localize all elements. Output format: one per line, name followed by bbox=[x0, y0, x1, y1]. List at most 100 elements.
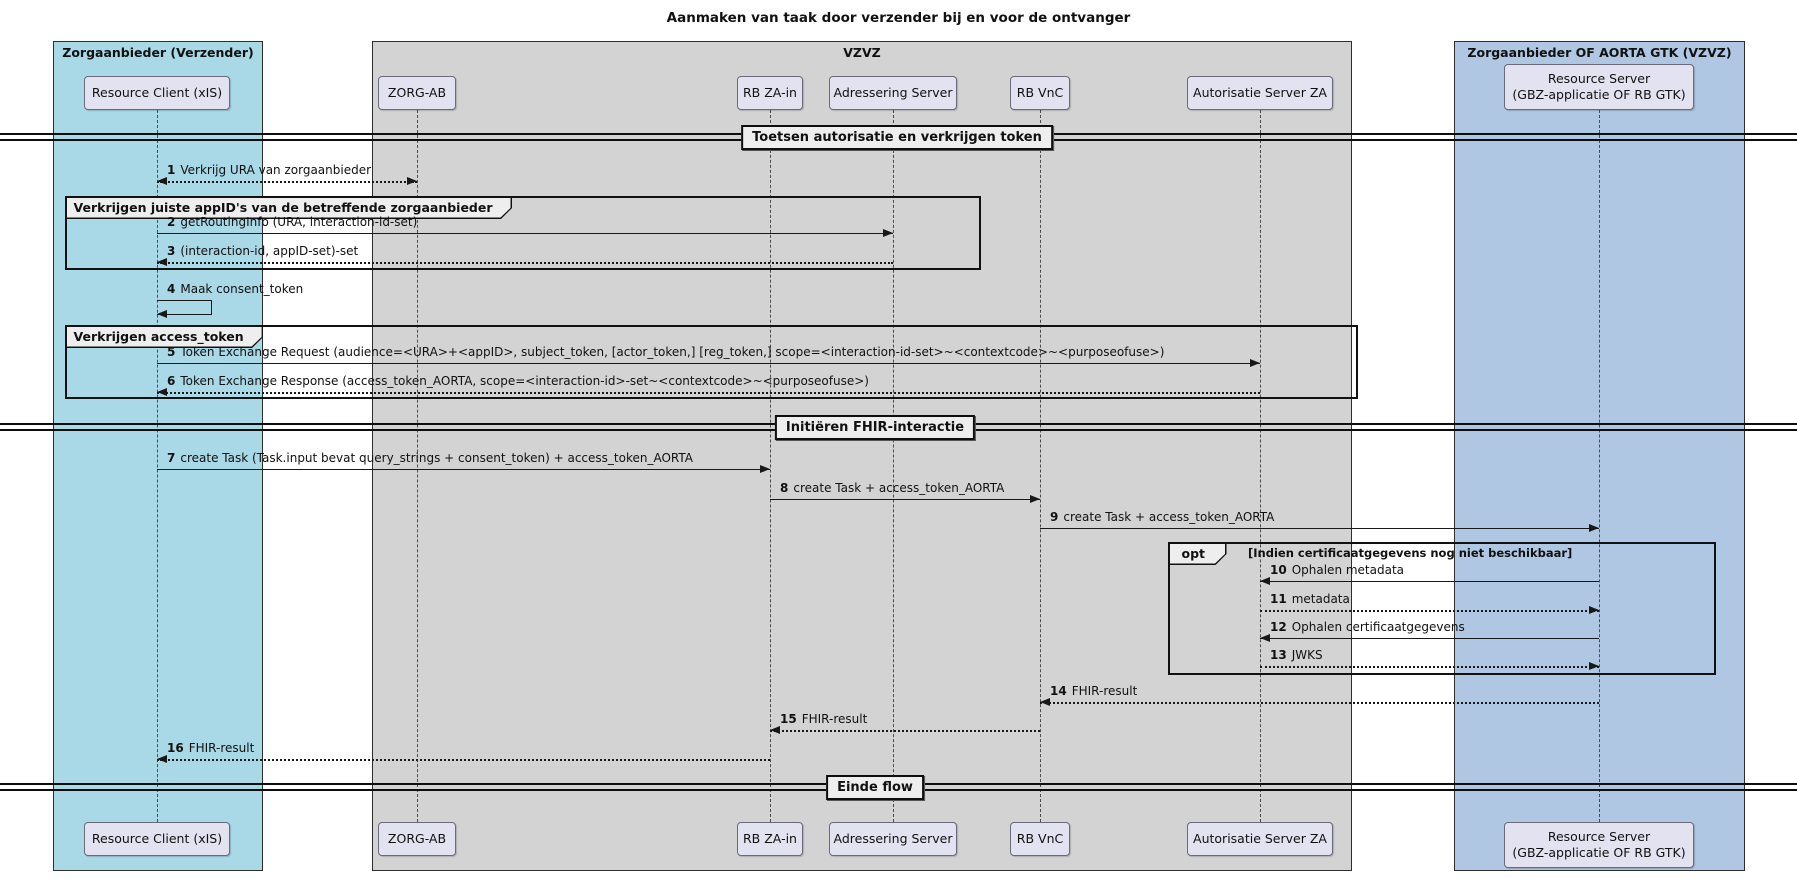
message-label: 1 Verkrijg URA van zorgaanbieder bbox=[167, 163, 371, 177]
message-text: create Task + access_token_AORTA bbox=[1063, 510, 1275, 524]
participant-label: RB VnC bbox=[1016, 85, 1064, 101]
message-number: 7 bbox=[167, 451, 176, 465]
lane-receiver-label: Zorgaanbieder OF AORTA GTK (VZVZ) bbox=[1467, 45, 1732, 60]
message-number: 1 bbox=[167, 163, 176, 177]
message-number: 4 bbox=[167, 282, 176, 296]
participant-rb-za-in-top: RB ZA-in bbox=[737, 76, 803, 110]
message-label: 7 create Task (Task.input bevat query_str… bbox=[167, 451, 693, 465]
message-number: 10 bbox=[1270, 563, 1287, 577]
message-label: 10 Ophalen metadata bbox=[1270, 563, 1404, 577]
participant-rb-vnc-bottom: RB VnC bbox=[1010, 822, 1070, 856]
participant-label: Resource Server bbox=[1547, 71, 1651, 87]
arrowhead bbox=[157, 177, 167, 185]
participant-resource-client-bottom: Resource Client (xIS) bbox=[84, 822, 230, 856]
message-text: create Task + access_token_AORTA bbox=[793, 481, 1005, 495]
message-number: 14 bbox=[1050, 684, 1067, 698]
arrowhead bbox=[1260, 634, 1270, 642]
arrowhead bbox=[1040, 698, 1050, 706]
page-title: Aanmaken van taak door verzender bij en … bbox=[666, 10, 1131, 26]
message-text: FHIR-result bbox=[188, 741, 255, 755]
message-label: 11 metadata bbox=[1270, 592, 1350, 606]
message-line bbox=[770, 499, 1040, 500]
message-number: 2 bbox=[167, 215, 176, 229]
arrowhead bbox=[157, 388, 167, 396]
message-label: 4 Maak consent_token bbox=[167, 282, 303, 296]
participant-label: ZORG-AB bbox=[387, 85, 447, 101]
message-line bbox=[1260, 581, 1599, 582]
message-line bbox=[1260, 610, 1599, 612]
message-text: metadata bbox=[1291, 592, 1350, 606]
message-text: Maak consent_token bbox=[180, 282, 304, 296]
lane-vzvz: VZVZ bbox=[372, 41, 1352, 871]
participant-label: Adressering Server bbox=[833, 85, 953, 101]
message-line bbox=[157, 181, 417, 183]
arrowhead bbox=[770, 726, 780, 734]
lifeline-adressering-server bbox=[893, 110, 894, 822]
participant-label: Resource Client (xIS) bbox=[91, 831, 223, 847]
message-label: 8 create Task + access_token_AORTA bbox=[780, 481, 1004, 495]
arrowhead bbox=[1260, 577, 1270, 585]
message-number: 11 bbox=[1270, 592, 1287, 606]
participant-rb-za-in-bottom: RB ZA-in bbox=[737, 822, 803, 856]
participant-zorg-ab-top: ZORG-AB bbox=[378, 76, 456, 110]
arrowhead bbox=[1589, 524, 1599, 532]
lifeline-autorisatie-server-za bbox=[1260, 110, 1261, 822]
participant-label: Resource Server bbox=[1547, 829, 1651, 845]
message-text: Token Exchange Request (audience=<URA>+<… bbox=[180, 345, 1165, 359]
participant-rb-vnc-top: RB VnC bbox=[1010, 76, 1070, 110]
participant-label: Autorisatie Server ZA bbox=[1193, 831, 1327, 847]
arrowhead bbox=[1589, 606, 1599, 614]
lifeline-resource-client bbox=[157, 110, 158, 822]
message-line bbox=[1260, 666, 1599, 668]
message-number: 12 bbox=[1270, 620, 1287, 634]
participant-label: RB VnC bbox=[1016, 831, 1064, 847]
message-text: Token Exchange Response (access_token_AO… bbox=[180, 374, 869, 388]
message-text: FHIR-result bbox=[1071, 684, 1138, 698]
arrowhead bbox=[760, 465, 770, 473]
lifeline-zorg-ab bbox=[417, 110, 418, 822]
message-line bbox=[770, 730, 1040, 732]
message-number: 3 bbox=[167, 244, 176, 258]
message-line bbox=[157, 314, 212, 315]
participant-autorisatie-server-za-bottom: Autorisatie Server ZA bbox=[1187, 822, 1333, 856]
message-line bbox=[1260, 638, 1599, 639]
lifeline-rb-za-in bbox=[770, 110, 771, 822]
group-header: Verkrijgen access_token bbox=[65, 325, 263, 348]
participant-resource-server-top: Resource Server(GBZ-applicatie OF RB GTK… bbox=[1504, 64, 1694, 110]
participant-label: Adressering Server bbox=[833, 831, 953, 847]
message-text: getRoutingInfo (URA, interaction-id-set) bbox=[180, 215, 418, 229]
message-label: 14 FHIR-result bbox=[1050, 684, 1137, 698]
participant-adressering-server-top: Adressering Server bbox=[829, 76, 957, 110]
participant-adressering-server-bottom: Adressering Server bbox=[829, 822, 957, 856]
message-text: (interaction-id, appID-set)-set bbox=[180, 244, 359, 258]
group-access-token bbox=[65, 325, 1358, 399]
message-text: create Task (Task.input bevat query_stri… bbox=[180, 451, 693, 465]
arrowhead bbox=[157, 755, 167, 763]
message-line bbox=[157, 300, 212, 301]
opt-fragment bbox=[1168, 542, 1716, 675]
lane-vzvz-label: VZVZ bbox=[843, 45, 881, 60]
message-line bbox=[157, 233, 893, 234]
message-number: 8 bbox=[780, 481, 789, 495]
message-line bbox=[157, 469, 770, 470]
message-text: FHIR-result bbox=[801, 712, 868, 726]
lifeline-rb-vnc bbox=[1040, 110, 1041, 822]
opt-header: opt bbox=[1168, 542, 1227, 565]
message-text: Verkrijg URA van zorgaanbieder bbox=[180, 163, 372, 177]
message-line bbox=[157, 262, 893, 264]
divider-label: Initiëren FHIR-interactie bbox=[774, 415, 976, 440]
lifeline-resource-server bbox=[1599, 110, 1600, 822]
participant-label: Autorisatie Server ZA bbox=[1193, 85, 1327, 101]
message-line bbox=[157, 759, 770, 761]
participant-resource-client-top: Resource Client (xIS) bbox=[84, 76, 230, 110]
opt-guard: [Indien certificaatgegevens nog niet bes… bbox=[1248, 546, 1573, 560]
group-appid bbox=[65, 196, 981, 270]
message-text: Ophalen metadata bbox=[1291, 563, 1405, 577]
